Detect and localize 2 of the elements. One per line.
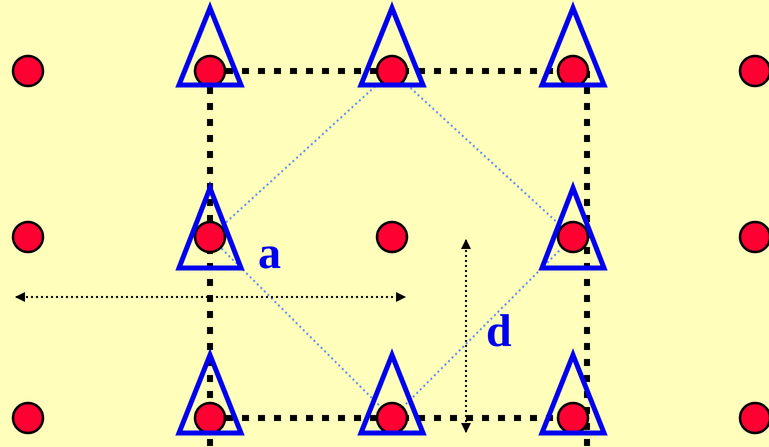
dimension-label: d bbox=[486, 308, 512, 354]
dimension-label: a bbox=[258, 230, 281, 276]
